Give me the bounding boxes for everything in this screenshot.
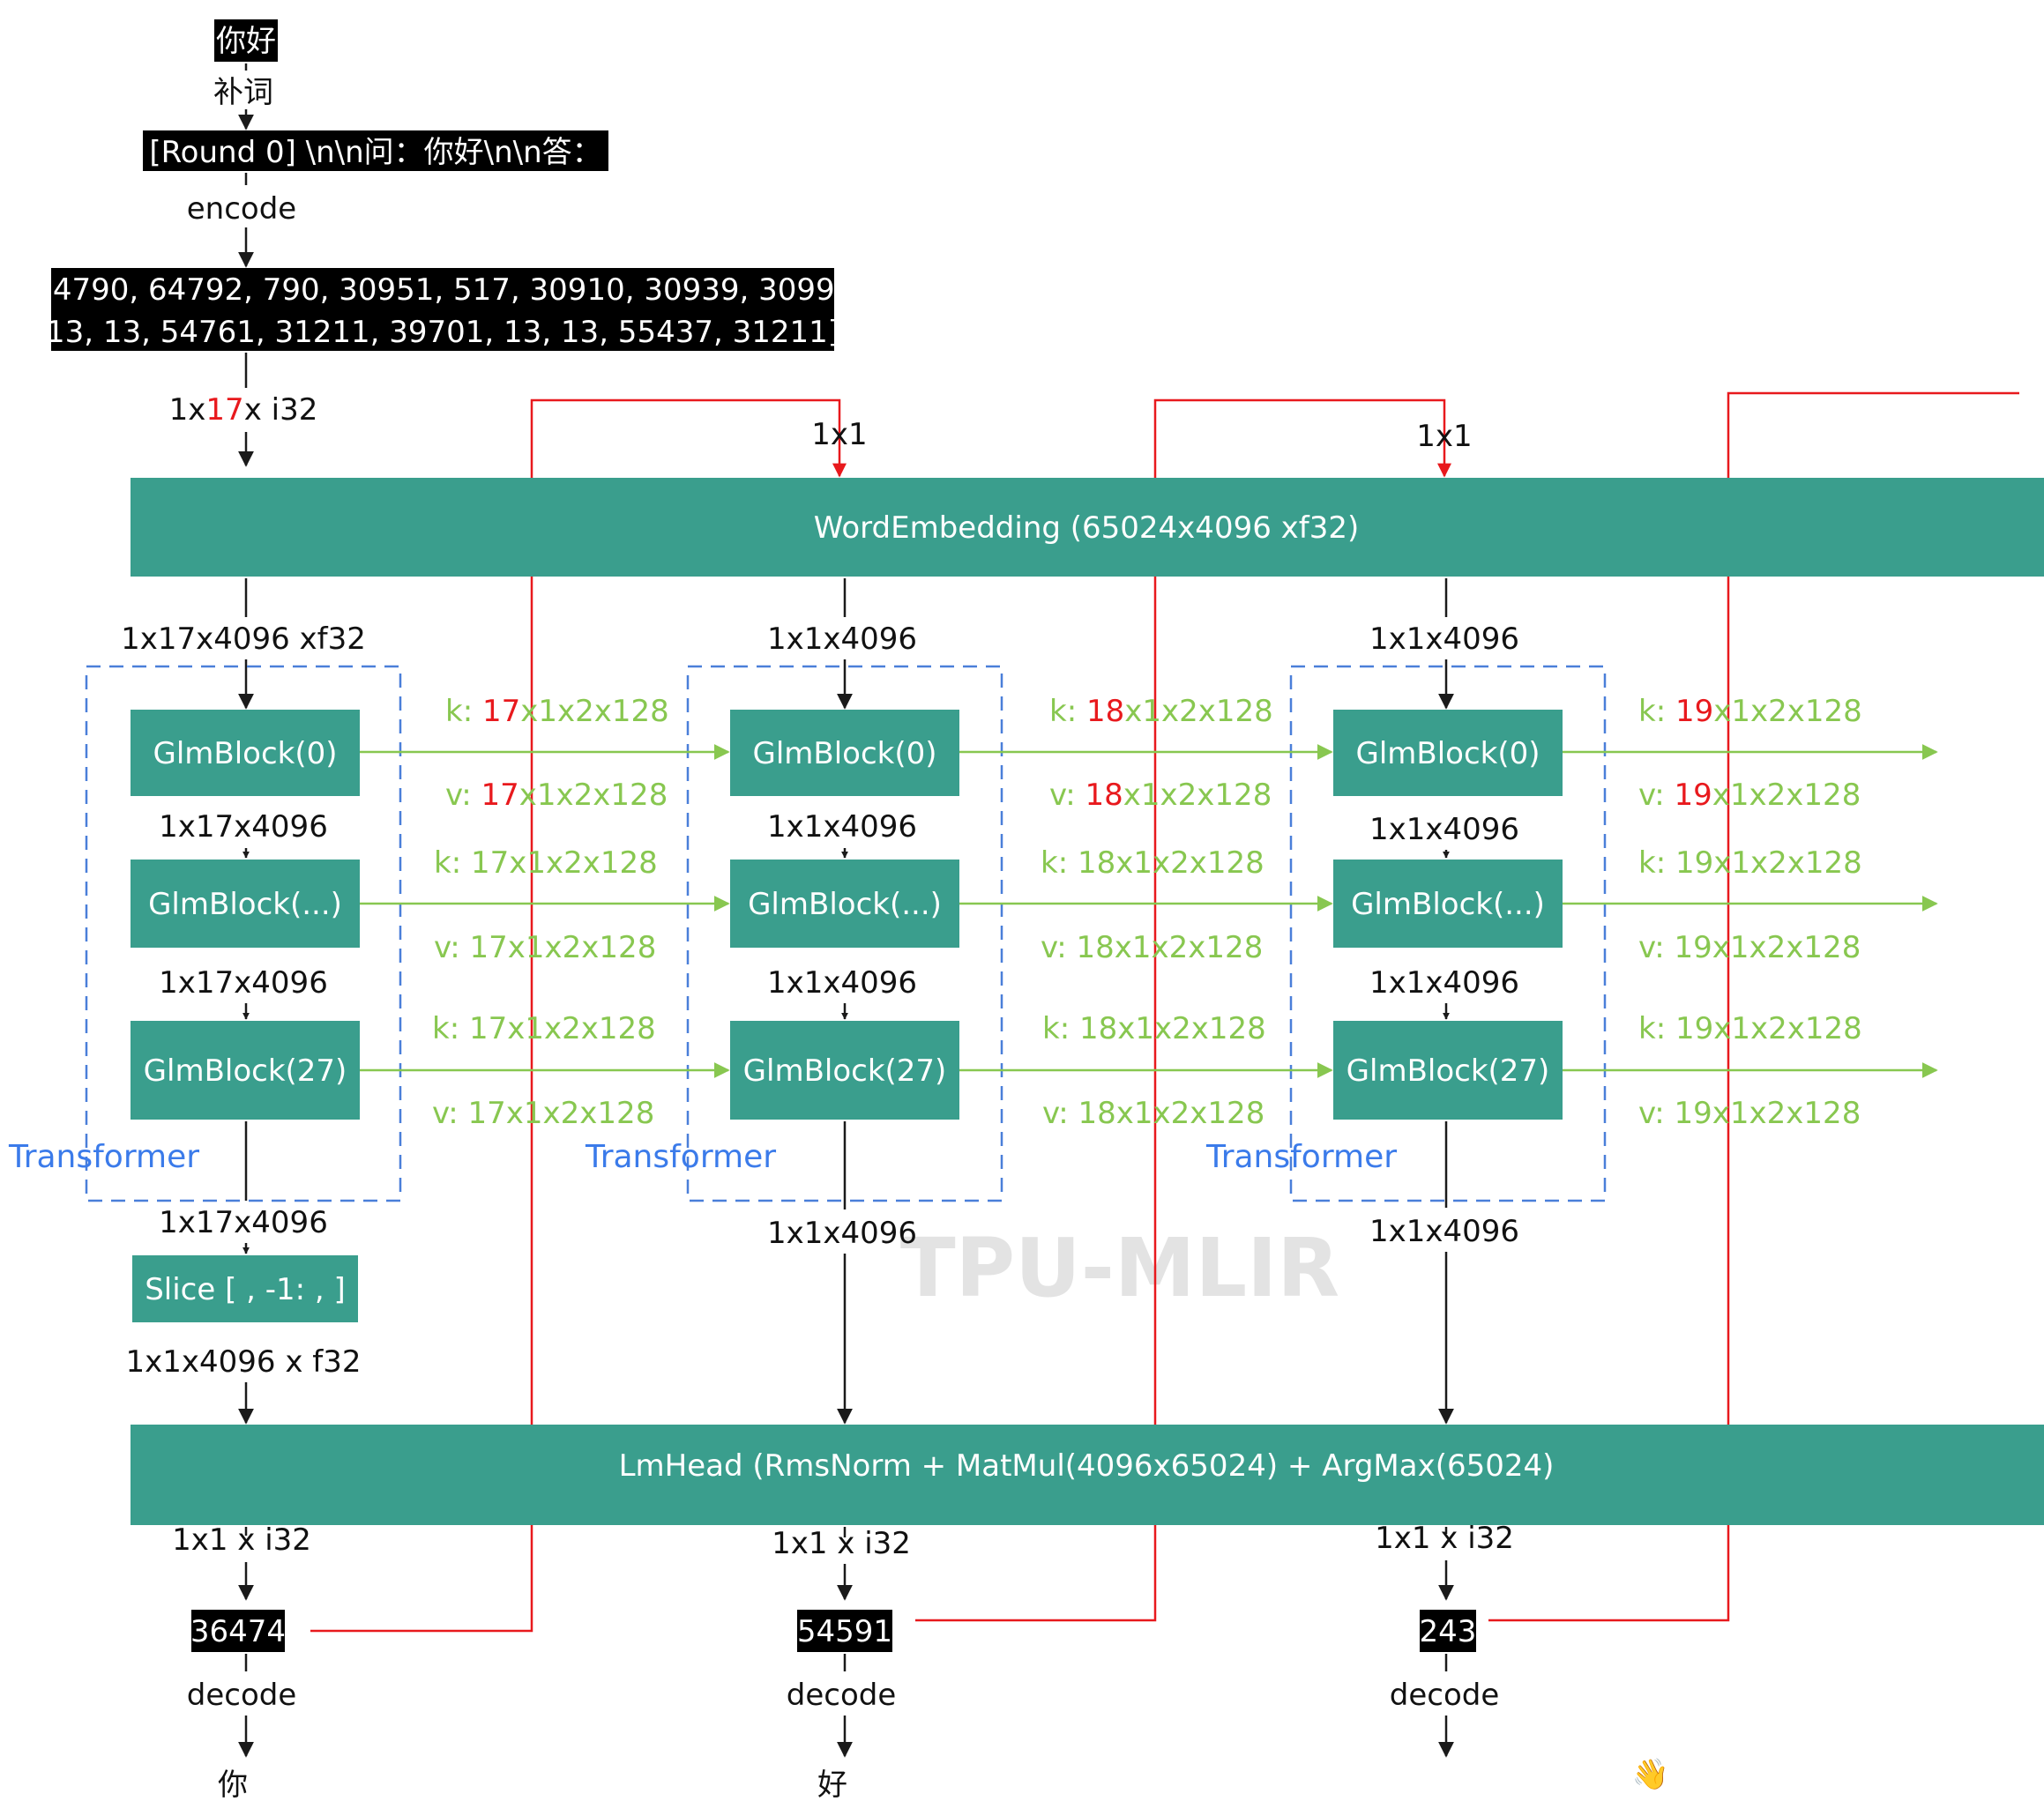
glm-block-mid [131, 860, 360, 948]
slice-label: Slice [ , -1: , ] [145, 1272, 346, 1307]
token-output-bg [191, 1610, 285, 1652]
kv-label: v: 18x1x2x128 [1049, 778, 1272, 813]
embed-out-shape: 1x1x4096 [1369, 621, 1519, 657]
kv-label: v: 18x1x2x128 [1041, 930, 1263, 965]
kv-label: v: 19x1x2x128 [1638, 930, 1861, 965]
glm-block-0 [730, 710, 959, 796]
decode-label: decode [187, 1678, 297, 1713]
column-2: 1x1x4096 Transformer GlmBlock(0) 1x1x409… [585, 578, 1003, 1425]
decoded-char: 好 [817, 1768, 847, 1803]
glm-block-27 [1333, 1021, 1563, 1120]
transformer-label: Transformer [8, 1139, 199, 1175]
kv-label: v: 17x1x2x128 [434, 930, 656, 965]
kv-label: k: 19x1x2x128 [1638, 1011, 1862, 1046]
decoded-char: 你 [218, 1768, 248, 1803]
head-out-shape: 1x1 x i32 [1375, 1521, 1514, 1556]
kv-label: k: 18x1x2x128 [1041, 845, 1264, 881]
token-output: 36474 [190, 1614, 286, 1649]
transformer-label: Transformer [1205, 1139, 1397, 1175]
kv-label: k: 17x1x2x128 [445, 694, 669, 729]
glm-block-0 [131, 710, 360, 796]
transformer-out-shape: 1x17x4096 [159, 1205, 328, 1240]
embed-out-shape: 1x1x4096 [767, 621, 917, 657]
slice-box [132, 1255, 358, 1322]
transformer-out-shape: 1x1x4096 [1369, 1214, 1519, 1249]
token-ids-line1: [64790, 64792, 790, 30951, 517, 30910, 3… [22, 272, 863, 308]
feedback-line-1 [310, 398, 847, 1633]
block-shape: 1x1x4096 [1369, 965, 1519, 1001]
head-out-shape: 1x1 x i32 [772, 1526, 911, 1561]
token-output: 243 [1420, 1614, 1477, 1649]
kv-label: k: 18x1x2x128 [1042, 1011, 1266, 1046]
transformer-frame [85, 665, 402, 1202]
transformer-frame [1289, 665, 1607, 1202]
transformer-frame [686, 665, 1003, 1202]
block-shape: 1x1x4096 [1369, 812, 1519, 847]
token-ids-line2: 13, 13, 54761, 31211, 39701, 13, 13, 554… [46, 315, 839, 350]
token-output: 54591 [797, 1614, 892, 1649]
kv-label: v: 17x1x2x128 [432, 1096, 654, 1131]
feedback-shape-1: 1x1 [811, 417, 867, 452]
feedback-line-3 [1488, 391, 2019, 1622]
watermark: TPU-MLIR [900, 1221, 1339, 1315]
word-embedding-label: WordEmbedding (65024x4096 xf32) [814, 510, 1360, 546]
head-out-shape: 1x1 x i32 [172, 1522, 311, 1558]
pad-step-label: 补词 [213, 75, 273, 110]
block-shape: 1x1x4096 [767, 965, 917, 1001]
glm-block-27-label: GlmBlock(27) [144, 1053, 347, 1089]
token-output-bg [1420, 1610, 1476, 1652]
glm-block-27-label: GlmBlock(27) [743, 1053, 947, 1089]
input-text-bg [214, 19, 278, 62]
transformer-label: Transformer [585, 1139, 776, 1175]
block-shape: 1x17x4096 [159, 809, 328, 845]
input-shape-label: 1x17x i32 [169, 392, 318, 428]
glm-block-27 [730, 1021, 959, 1120]
token-output-bg [797, 1610, 892, 1652]
kv-label: v: 19x1x2x128 [1638, 778, 1861, 813]
feedback-line-2 [915, 398, 1451, 1622]
kv-label: v: 19x1x2x128 [1638, 1096, 1861, 1131]
embed-out-shape: 1x17x4096 xf32 [121, 621, 366, 657]
lm-head-label: LmHead (RmsNorm + MatMul(4096x65024) + A… [619, 1448, 1555, 1484]
block-shape: 1x17x4096 [159, 965, 328, 1001]
glm-block-0-label: GlmBlock(0) [1355, 736, 1540, 771]
transformer-out-shape: 1x1x4096 [767, 1216, 917, 1251]
glm-block-mid-label: GlmBlock(...) [748, 887, 942, 922]
prompt-bg [143, 130, 608, 171]
glm-block-0-label: GlmBlock(0) [153, 736, 337, 771]
column-1: 1x17x4096 xf32 Transformer GlmBlock(0) 1… [8, 578, 402, 1425]
glm-block-0 [1333, 710, 1563, 796]
kv-label: v: 17x1x2x128 [445, 778, 668, 813]
encode-step-label: encode [187, 191, 296, 227]
lm-head-box [131, 1425, 2044, 1525]
kv-label: k: 19x1x2x128 [1638, 845, 1862, 881]
glm-block-mid-label: GlmBlock(...) [1351, 887, 1545, 922]
glm-block-mid [730, 860, 959, 948]
block-shape: 1x1x4096 [767, 809, 917, 845]
decode-label: decode [787, 1678, 897, 1713]
glm-block-mid-label: GlmBlock(...) [148, 887, 342, 922]
decoded-char: 👋 [1632, 1757, 1669, 1792]
slice-out-shape: 1x1x4096 x f32 [125, 1344, 361, 1380]
word-embedding-box [131, 478, 2044, 577]
kv-label: k: 17x1x2x128 [434, 845, 658, 881]
glm-block-mid [1333, 860, 1563, 948]
decode-label: decode [1390, 1678, 1500, 1713]
kv-label: v: 18x1x2x128 [1042, 1096, 1264, 1131]
input-text: 你好 [216, 24, 276, 59]
kv-label: k: 18x1x2x128 [1049, 694, 1273, 729]
glm-block-27 [131, 1021, 360, 1120]
glm-block-27-label: GlmBlock(27) [1347, 1053, 1550, 1089]
kv-label: k: 19x1x2x128 [1638, 694, 1862, 729]
feedback-shape-2: 1x1 [1416, 419, 1472, 454]
column-3: 1x1x4096 Transformer GlmBlock(0) 1x1x409… [1205, 578, 1607, 1425]
prompt-text: [Round 0] \n\n问：你好\n\n答： [149, 135, 601, 170]
kv-label: k: 17x1x2x128 [432, 1011, 656, 1046]
token-ids-bg [51, 268, 834, 351]
glm-block-0-label: GlmBlock(0) [752, 736, 936, 771]
